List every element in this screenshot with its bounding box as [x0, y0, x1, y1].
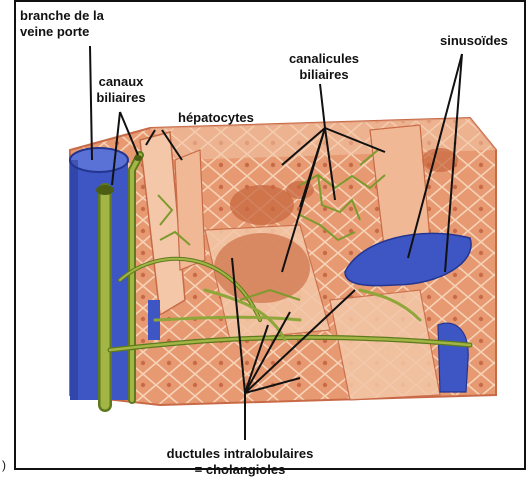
label-ductules-intralobulaires: ductules intralobulaires = cholangioles [135, 446, 345, 478]
label-canalicules-biliaires: canalicules biliaires [274, 51, 374, 83]
edge-mark: ) [2, 458, 6, 472]
label-branche-veine-porte: branche de la veine porte [20, 8, 104, 40]
label-sinusoides: sinusoïdes [440, 33, 524, 49]
label-canaux-biliaires: canaux biliaires [92, 74, 150, 106]
leader-canalicules-stem [320, 84, 325, 128]
label-hepatocytes: hépatocytes [178, 110, 254, 126]
